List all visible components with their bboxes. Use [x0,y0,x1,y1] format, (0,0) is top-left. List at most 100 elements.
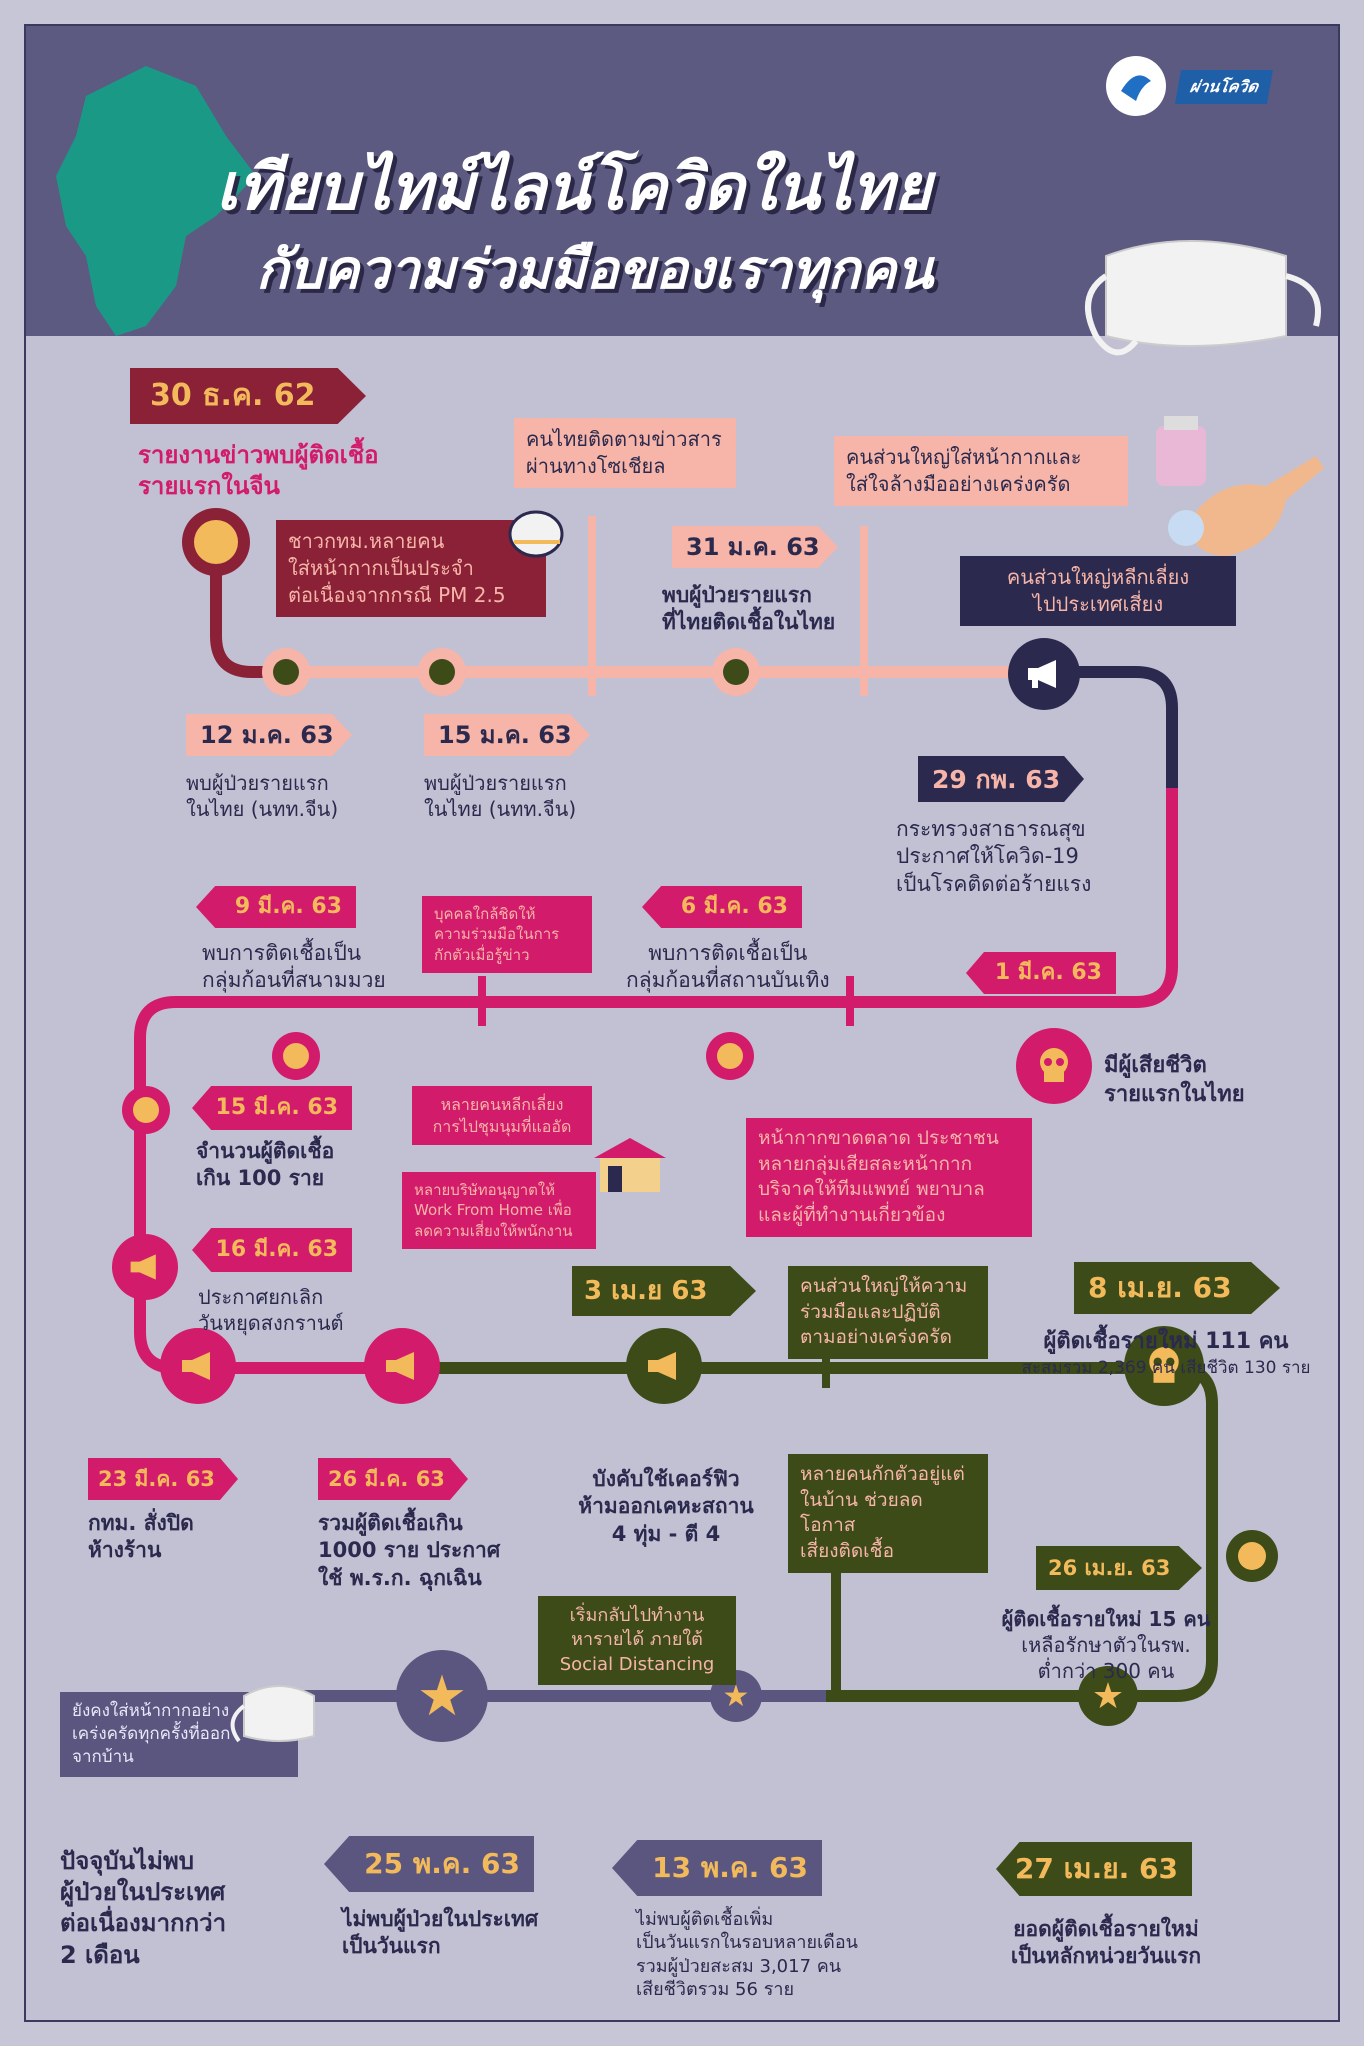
note-line: ยังคงใส่หน้ากากอย่าง [72,1701,230,1721]
event-line: รายงานข่าวพบผู้ติดเชื้อ [138,441,379,469]
event-line: มีผู้เสียชีวิต [1104,1053,1207,1078]
megaphone-icon [112,1234,178,1300]
note-line: ใส่ใจล้างมืออย่างเคร่งครัด [846,472,1071,496]
megaphone-icon [364,1328,440,1404]
date-tag: 23 มี.ค. 63 [88,1458,238,1500]
event-line: ในไทย (นทท.จีน) [424,797,577,821]
date-label: 23 มี.ค. 63 [98,1466,215,1491]
event-line: ไม่พบผู้ป่วยในประเทศ [342,1907,539,1931]
date-tag: 9 มี.ค. 63 [196,886,356,928]
house-icon [594,1138,666,1192]
event-line: เป็นวันแรก [342,1934,441,1959]
note-box: ชาวกทม.หลายคน ใส่หน้ากากเป็นประจำ ต่อเนื… [276,520,546,617]
event-text: ไม่พบผู้ป่วยในประเทศ เป็นวันแรก [342,1906,538,1961]
helmet-icon [508,510,564,558]
event-line: วันหยุดสงกรานต์ [198,1311,344,1335]
date-label: 15 มี.ค. 63 [215,1095,338,1120]
note-box: หน้ากากขาดตลาด ประชาชน หลายกลุ่มเสียสละห… [746,1118,1032,1237]
note-box: หลายคนหลีกเลี่ยง การไปชุมนุมที่แออัด [412,1086,592,1146]
note-line: ลดความเสี่ยงให้พนักงาน [414,1221,573,1240]
event-text: มีผู้เสียชีวิต รายแรกในไทย [1104,1052,1245,1109]
event-line: จำนวนผู้ติดเชื้อ [196,1139,335,1163]
event-line: ยอดผู้ติดเชื้อรายใหม่ [1013,1917,1199,1941]
event-text: กทม. สั่งปิด ห้างร้าน [88,1510,194,1565]
event-line: รายแรกในไทย [1104,1081,1245,1107]
note-line: คนส่วนใหญ่หลีกเลี่ยง [1006,565,1190,589]
note-line: หลายบริษัทอนุญาตให้ [414,1181,556,1199]
event-line: เหลือรักษาตัวในรพ. [1021,1633,1191,1657]
megaphone-icon [160,1328,236,1404]
foundation-logo [1106,56,1166,116]
note-line: และผู้ที่ทำงานเกี่ยวข้อง [758,1203,946,1226]
note-box: คนส่วนใหญ่หลีกเลี่ยง ไปประเทศเสี่ยง [960,556,1236,626]
date-label: 3 เม.ย 63 [584,1276,708,1306]
note-line: เคร่งครัดทุกครั้งที่ออก [72,1723,231,1744]
event-line: พบการติดเชื้อเป็น [648,941,808,965]
event-text: พบผู้ป่วยรายแรก ในไทย (นทท.จีน) [186,770,338,822]
date-label: 26 เม.ย. 63 [1048,1555,1171,1580]
event-line: ที่ไทยติดเชื้อในไทย [662,610,836,635]
mask-icon [1085,240,1321,356]
date-tag: 16 มี.ค. 63 [192,1228,352,1272]
event-line: เกิน 100 ราย [196,1166,325,1191]
event-line: พบการติดเชื้อเป็น [202,941,362,965]
date-label: 9 มี.ค. 63 [234,894,342,919]
event-text: ผู้ติดเชื้อรายใหม่ 111 คน สะสมรวม 2,369 … [1016,1328,1316,1379]
note-box: คนไทยติดตามข่าวสาร ผ่านทางโซเชียล [514,418,736,488]
event-line: ปัจจุบันไม่พบ [60,1847,194,1875]
note-line: บริจาคให้ทีมแพทย์ พยาบาล [758,1178,985,1201]
date-label: 31 ม.ค. 63 [686,533,820,561]
event-line: 2 เดือน [60,1940,140,1969]
date-label: 27 เม.ย. 63 [1014,1852,1178,1885]
note-line: ต่อเนื่องจากกรณี PM 2.5 [288,583,506,607]
event-line: พบผู้ป่วยรายแรก [424,771,567,795]
skull-icon [1016,1028,1092,1104]
infographic-frame: ผ่านโควิด เทียบไทม์ไลน์โควิดในไทย กับควา… [24,24,1340,2022]
virus-icon [272,1032,320,1080]
event-text: รายงานข่าวพบผู้ติดเชื้อ รายแรกในจีน [138,440,379,502]
event-text: ยอดผู้ติดเชื้อรายใหม่ เป็นหลักหน่วยวันแร… [986,1916,1226,1971]
event-line: กลุ่มก้อนที่สนามมวย [202,968,386,993]
event-line: ผู้ป่วยในประเทศ [60,1878,226,1907]
virus-icon [1226,1530,1278,1582]
date-tag: 15 ม.ค. 63 [424,714,590,756]
note-line: ในบ้าน ช่วยลดโอกาส [800,1488,923,1537]
note-box: คนส่วนใหญ่ใส่หน้ากากและ ใส่ใจล้างมืออย่า… [834,436,1128,506]
date-label: 15 ม.ค. 63 [438,721,572,749]
date-tag: 30 ธ.ค. 62 [130,368,366,424]
note-line: เสี่ยงติดเชื้อ [800,1539,894,1562]
event-line: กระทรวงสาธารณสุข [896,817,1086,841]
note-line: ความร่วมมือในการ [434,925,560,944]
virus-icon [262,648,310,696]
event-line: ต่ำกว่า 300 คน [1037,1659,1175,1683]
title-line-2: กับความร่วมมือของเราทุกคน [256,238,934,301]
note-box: เริ่มกลับไปทำงาน หารายได้ ภายใต้ Social … [538,1596,736,1685]
note-box: บุคคลใกล้ชิดให้ ความร่วมมือในการ กักตัวเ… [422,896,592,973]
thailand-map [56,66,256,336]
date-label: 25 พ.ค. 63 [364,1847,520,1880]
date-label: 13 พ.ค. 63 [652,1851,808,1884]
event-text: พบการติดเชื้อเป็น กลุ่มก้อนที่สนามมวย [202,940,386,995]
megaphone-icon [626,1328,702,1404]
date-label: 8 เม.ย. 63 [1088,1271,1232,1304]
note-line: บุคคลใกล้ชิดให้ [434,905,536,923]
note-line: Social Distancing [559,1653,715,1675]
event-text: รวมผู้ติดเชื้อเกิน 1000 ราย ประกาศ ใช้ พ… [318,1510,500,1592]
header-banner: ผ่านโควิด เทียบไทม์ไลน์โควิดในไทย กับควา… [26,26,1338,356]
event-line: ไม่พบผู้ติดเชื้อเพิ่ม [636,1909,774,1930]
note-line: ชาวกทม.หลายคน [288,529,445,553]
event-line: ในไทย (นทท.จีน) [186,797,339,821]
event-line: รวมผู้ติดเชื้อเกิน [318,1511,463,1535]
note-line: ตามอย่างเคร่งครัด [800,1326,952,1349]
date-label: 26 มี.ค. 63 [328,1466,445,1491]
note-line: คนส่วนใหญ่ใส่หน้ากากและ [846,445,1082,469]
event-line: พบผู้ป่วยรายแรก [186,771,329,795]
event-text: ผู้ติดเชื้อรายใหม่ 15 คน เหลือรักษาตัวใน… [986,1606,1226,1684]
note-line: ร่วมมือและปฏิบัติ [800,1300,941,1323]
date-label: 1 มี.ค. 63 [994,960,1102,985]
event-text: ประกาศยกเลิก วันหยุดสงกรานต์ [198,1284,344,1336]
event-line: 4 ทุ่ม - ตี 4 [611,1521,721,1546]
event-text: จำนวนผู้ติดเชื้อ เกิน 100 ราย [196,1138,334,1193]
date-tag: 3 เม.ย 63 [572,1266,756,1316]
event-text: พบผู้ป่วยรายแรก ในไทย (นทท.จีน) [424,770,576,822]
